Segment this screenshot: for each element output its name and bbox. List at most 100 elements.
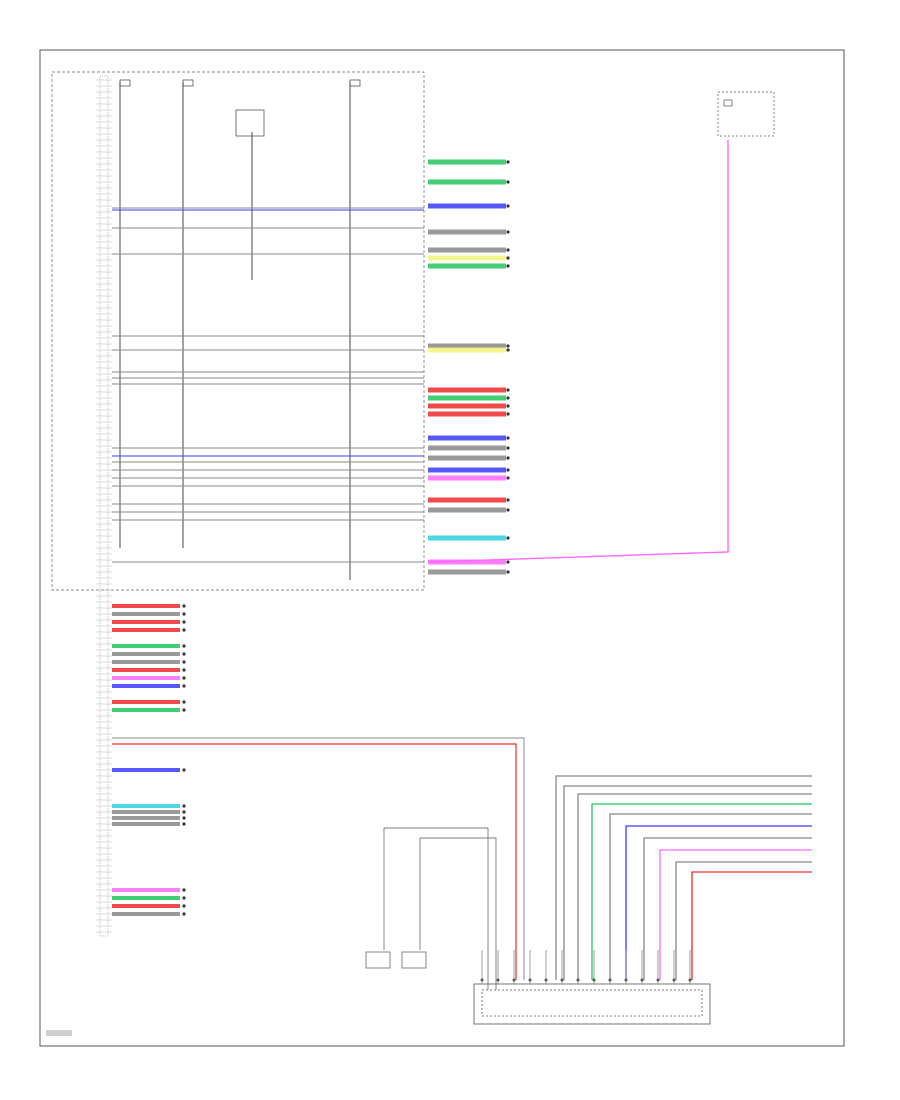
fuse-symbols bbox=[119, 79, 361, 137]
right-connector-pin bbox=[506, 160, 510, 164]
pin-dot bbox=[496, 978, 500, 982]
right-connector-pin bbox=[506, 204, 510, 208]
left-connector-wire bbox=[112, 768, 180, 772]
left-connector-pin bbox=[182, 652, 186, 656]
right-connector-pin bbox=[506, 508, 510, 512]
left-connector-pin bbox=[182, 708, 186, 712]
right-connector-wire bbox=[428, 395, 506, 401]
harness-wire bbox=[625, 825, 812, 980]
left-connector-pin bbox=[182, 620, 186, 624]
lower-left-module bbox=[365, 827, 497, 990]
left-connector-pin bbox=[182, 810, 186, 814]
terminal-ticks bbox=[96, 79, 112, 933]
pin-dot bbox=[656, 978, 660, 982]
right-connector-pin bbox=[506, 230, 510, 234]
right-connector-wire bbox=[428, 569, 506, 575]
left-connector-wire bbox=[112, 676, 180, 680]
red-harness-wire bbox=[112, 743, 517, 980]
left-connector-pin bbox=[182, 604, 186, 608]
right-connector-wire bbox=[428, 179, 506, 185]
left-connector-wire bbox=[112, 810, 180, 814]
left-connector-pin bbox=[182, 822, 186, 826]
harness-wire bbox=[643, 837, 812, 980]
right-connector-wire bbox=[428, 343, 506, 349]
harness-wire bbox=[691, 871, 812, 980]
left-connector-wire bbox=[112, 668, 180, 672]
left-connector-wire bbox=[112, 888, 180, 892]
right-connector-wire bbox=[428, 263, 506, 269]
pin-dot bbox=[528, 978, 532, 982]
left-connector-wire bbox=[112, 644, 180, 648]
harness-wires bbox=[555, 775, 812, 980]
right-connector-pin bbox=[506, 498, 510, 502]
pin-dot bbox=[512, 978, 516, 982]
left-connector-pin bbox=[182, 816, 186, 820]
right-connector-pin bbox=[506, 570, 510, 574]
left-connector-pin bbox=[182, 904, 186, 908]
right-connector-wire bbox=[428, 497, 506, 503]
right-connector-pin bbox=[506, 264, 510, 268]
left-connector-pin bbox=[182, 676, 186, 680]
pin-dot bbox=[592, 978, 596, 982]
right-connector-pin bbox=[506, 404, 510, 408]
right-connector-wire bbox=[428, 247, 506, 253]
right-connector-wire bbox=[428, 467, 506, 473]
internal-power-lines bbox=[119, 82, 351, 580]
right-connector-pin bbox=[506, 388, 510, 392]
diagram-frame bbox=[39, 49, 845, 1047]
harness-wire bbox=[555, 775, 812, 980]
lower-right-module bbox=[473, 983, 711, 1025]
right-connector-wire bbox=[428, 559, 506, 565]
gray-harness-wire bbox=[112, 737, 525, 980]
footer-mark bbox=[46, 1030, 72, 1036]
left-connector-pin bbox=[182, 684, 186, 688]
right-connector-wire bbox=[428, 347, 506, 353]
right-connector-pin bbox=[506, 256, 510, 260]
right-connector-pin bbox=[506, 560, 510, 564]
right-connector-wire bbox=[428, 387, 506, 393]
right-connector-wire bbox=[428, 507, 506, 513]
left-connector-wire bbox=[112, 912, 180, 916]
right-connector-wire bbox=[428, 255, 506, 261]
left-connector-wire bbox=[112, 904, 180, 908]
left-connector-wire bbox=[112, 604, 180, 608]
harness-wire bbox=[591, 803, 812, 980]
pin-dot bbox=[576, 978, 580, 982]
harness-wire bbox=[577, 793, 812, 980]
right-connector-pin bbox=[506, 468, 510, 472]
pin-dot bbox=[608, 978, 612, 982]
left-connector-pin bbox=[182, 644, 186, 648]
left-connector-pin bbox=[182, 896, 186, 900]
left-connector-pin bbox=[182, 668, 186, 672]
right-connector-wire bbox=[428, 475, 506, 481]
left-connector-wire bbox=[112, 684, 180, 688]
left-connector-wire bbox=[112, 620, 180, 624]
pin-dot bbox=[560, 978, 564, 982]
left-connector-wire bbox=[112, 804, 180, 808]
left-connectors bbox=[112, 604, 186, 916]
right-connector-pin bbox=[506, 446, 510, 450]
right-connector-wire bbox=[428, 411, 506, 417]
right-connector-wire bbox=[428, 535, 506, 541]
right-connectors bbox=[428, 159, 510, 575]
pin-dot bbox=[688, 978, 692, 982]
right-connector-wire bbox=[428, 435, 506, 441]
harness-wire bbox=[675, 861, 812, 980]
pin-dot bbox=[544, 978, 548, 982]
right-connector-wire bbox=[428, 403, 506, 409]
right-connector-pin bbox=[506, 476, 510, 480]
left-connector-pin bbox=[182, 804, 186, 808]
left-connector-pin bbox=[182, 612, 186, 616]
right-connector-pin bbox=[506, 456, 510, 460]
left-connector-wire bbox=[112, 708, 180, 712]
left-connector-pin bbox=[182, 888, 186, 892]
main-wires bbox=[112, 207, 424, 563]
left-connector-pin bbox=[182, 700, 186, 704]
harness-wire bbox=[659, 849, 812, 980]
right-connector-pin bbox=[506, 412, 510, 416]
right-connector-wire bbox=[428, 203, 506, 209]
right-connector-pin bbox=[506, 344, 510, 348]
left-connector-wire bbox=[112, 896, 180, 900]
harness-wire bbox=[563, 785, 812, 980]
